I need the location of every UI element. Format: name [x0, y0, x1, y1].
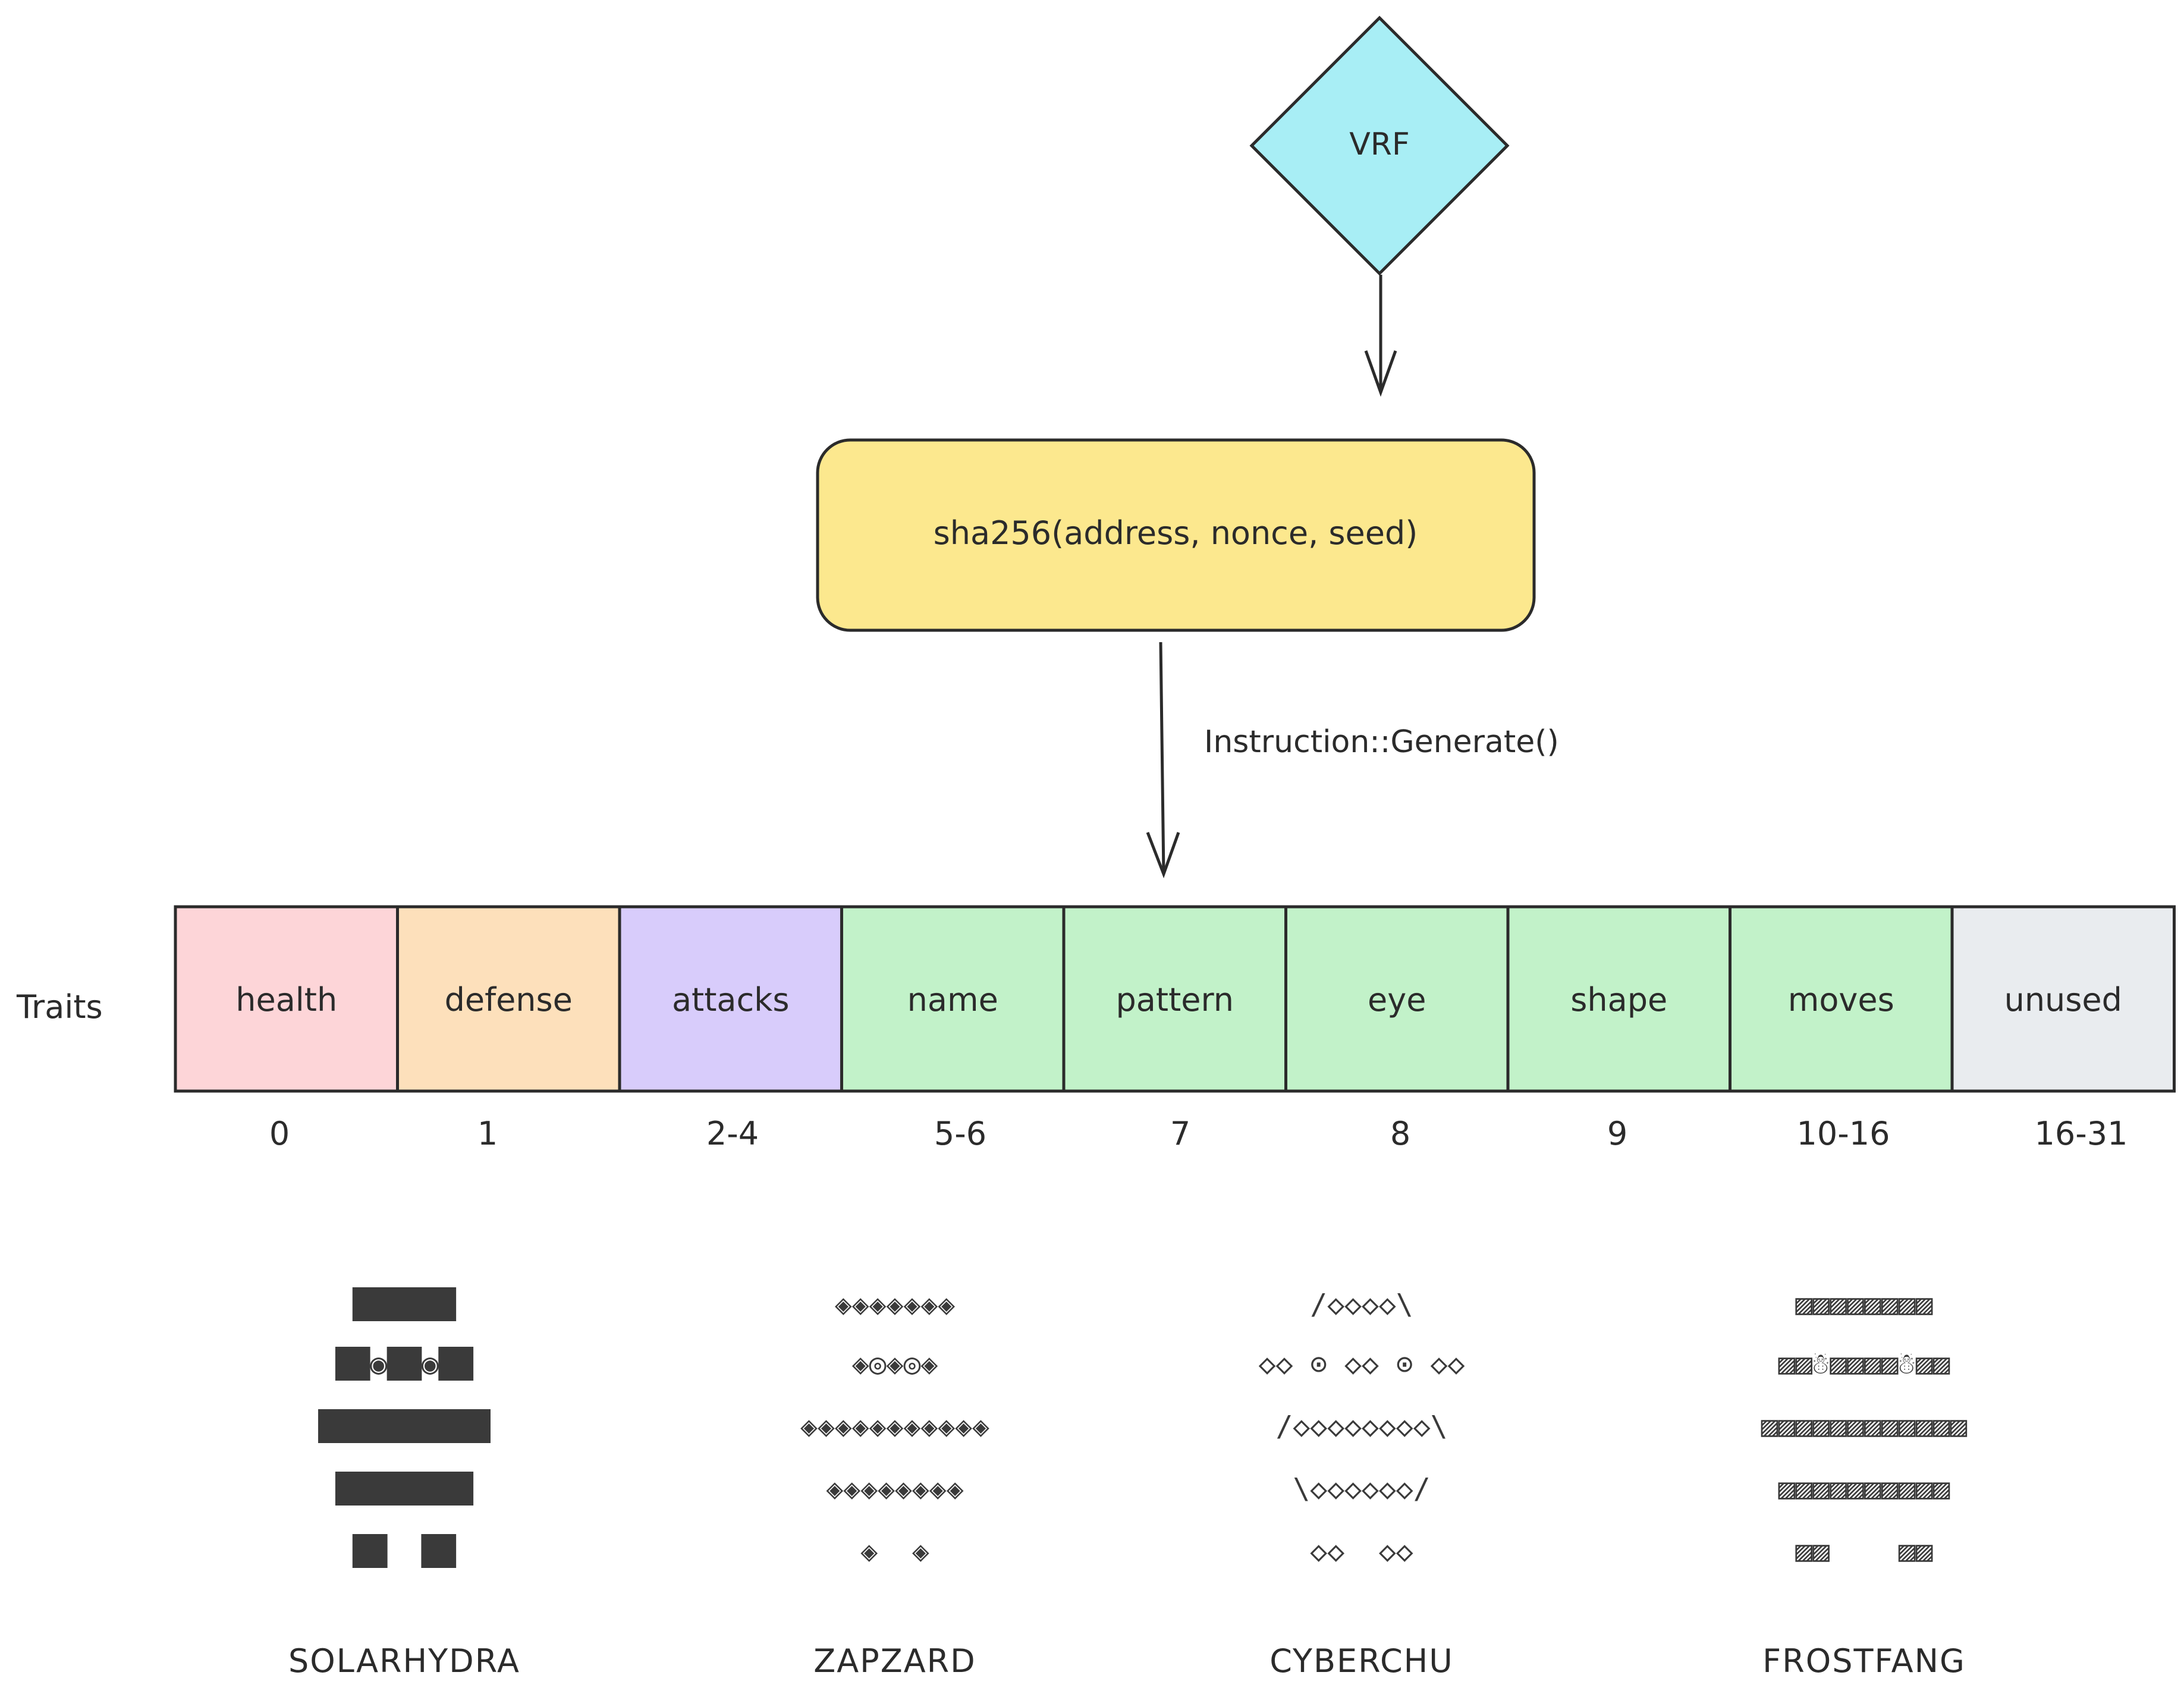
- creature-art-line: ▨▨▨▨▨▨▨▨: [1795, 1288, 1932, 1321]
- arrow-vrf-to-hash: [1364, 275, 1397, 397]
- creature-art-line: ▨▨▨▨▨▨▨▨▨▨: [1778, 1472, 1950, 1506]
- trait-range: 8: [1390, 1115, 1410, 1152]
- trait-box: [1729, 905, 1954, 1093]
- creature-art-line: ██████: [352, 1287, 456, 1321]
- creature-art-line: ██◉██◉██: [335, 1346, 473, 1381]
- trait-range: 7: [1170, 1115, 1190, 1152]
- creature-name: FROSTFANG: [1762, 1642, 1966, 1680]
- vrf-label: VRF: [1349, 127, 1410, 162]
- trait-name: name: [907, 981, 998, 1019]
- creature-frostfang: ▨▨▨▨▨▨▨▨▨▨☃▨▨▨▨☃▨▨▨▨▨▨▨▨▨▨▨▨▨▨▨▨▨▨▨▨▨▨▨▨…: [1761, 1288, 1968, 1680]
- creature-art-line: ◈◈◈◈◈◈◈◈◈◈◈: [800, 1410, 989, 1443]
- arrow-head: [1364, 350, 1397, 397]
- trait-box: [1950, 905, 2176, 1093]
- vrf-node: VRF: [1249, 15, 1510, 276]
- creature-art-line: ◈◈◈◈◈◈◈: [835, 1288, 955, 1321]
- trait-name: shape: [1570, 981, 1667, 1019]
- trait-name: defense: [445, 981, 573, 1019]
- trait-range: 16-31: [2035, 1115, 2128, 1152]
- trait-box: [1062, 905, 1287, 1093]
- trait-name: pattern: [1116, 981, 1234, 1019]
- trait-name: unused: [2004, 981, 2122, 1019]
- creature-name: ZAPZARD: [813, 1642, 976, 1680]
- creature-zapzard: ◈◈◈◈◈◈◈◈◎◈◎◈◈◈◈◈◈◈◈◈◈◈◈◈◈◈◈◈◈◈◈◈ ◈ZAPZAR…: [800, 1288, 989, 1680]
- creature-art-line: ◇◇ ◇◇: [1310, 1535, 1413, 1568]
- creature-name: CYBERCHU: [1269, 1642, 1454, 1680]
- creature-art-line: ██████████: [318, 1409, 491, 1443]
- trait-range: 2-4: [706, 1115, 759, 1152]
- instruction-label: Instruction::Generate(): [1204, 724, 1559, 760]
- arrow-head: [1146, 832, 1180, 879]
- hash-box: [816, 438, 1536, 632]
- creature-art-line: ◈ ◈: [860, 1535, 929, 1568]
- trait-box: [840, 905, 1066, 1093]
- trait-cell-eye: eye 8: [1284, 905, 1510, 1152]
- trait-cell-attacks: attacks 2-4: [618, 905, 843, 1152]
- arrow-hash-to-traits: Instruction::Generate(): [1146, 642, 1559, 879]
- trait-box: [1284, 905, 1510, 1093]
- trait-box: [396, 905, 621, 1093]
- trait-cell-health: health 0: [174, 905, 399, 1152]
- creature-art-line: /◇◇◇◇◇◇◇◇\: [1276, 1410, 1448, 1443]
- creature-art-line: \◇◇◇◇◇◇/: [1293, 1472, 1430, 1506]
- trait-cell-shape: shape 9: [1506, 905, 1732, 1152]
- trait-cell-pattern: pattern 7: [1062, 905, 1287, 1152]
- trait-cell-moves: moves 10-16: [1729, 905, 1954, 1152]
- trait-range: 9: [1607, 1115, 1627, 1152]
- hash-label: sha256(address, nonce, seed): [934, 514, 1418, 552]
- trait-range: 10-16: [1797, 1115, 1890, 1152]
- creature-art-line: ▨▨☃▨▨▨▨☃▨▨: [1778, 1347, 1950, 1381]
- trait-name: moves: [1788, 981, 1894, 1019]
- trait-range: 0: [269, 1115, 290, 1152]
- trait-box: [174, 905, 399, 1093]
- creature-art-line: ▨▨▨▨▨▨▨▨▨▨▨▨: [1761, 1410, 1968, 1443]
- creature-solarhydra: ████████◉██◉██████████████████████ ██SOL…: [288, 1287, 520, 1680]
- creature-art-line: ▨▨ ▨▨: [1795, 1535, 1932, 1568]
- trait-box: [1506, 905, 1732, 1093]
- creature-art-line: ◇◇ ⊙ ◇◇ ⊙ ◇◇: [1259, 1347, 1465, 1381]
- arrow-line: [1159, 642, 1165, 875]
- creature-art-line: /◇◇◇◇\: [1310, 1288, 1413, 1321]
- vrf-diamond: [1249, 15, 1510, 276]
- creature-name: SOLARHYDRA: [288, 1642, 520, 1680]
- trait-name: health: [235, 981, 337, 1019]
- creature-art-line: ██ ██: [352, 1533, 456, 1568]
- hash-node: sha256(address, nonce, seed): [816, 438, 1536, 632]
- creature-art-line: ◈◎◈◎◈: [852, 1347, 938, 1381]
- creature-art-line: ████████: [335, 1471, 473, 1506]
- trait-range: 5-6: [934, 1115, 986, 1152]
- creatures-section: ████████◉██◉██████████████████████ ██SOL…: [288, 1287, 1968, 1680]
- trait-cell-unused: unused 16-31: [1950, 905, 2176, 1152]
- trait-name: attacks: [672, 981, 790, 1019]
- traits-label: Traits: [16, 988, 103, 1026]
- trait-cell-defense: defense 1: [396, 905, 621, 1152]
- trait-cell-name: name 5-6: [840, 905, 1066, 1152]
- trait-range: 1: [477, 1115, 498, 1152]
- trait-box: [618, 905, 843, 1093]
- creature-cyberchu: /◇◇◇◇\ ◇◇ ⊙ ◇◇ ⊙ ◇◇ /◇◇◇◇◇◇◇◇\ \◇◇◇◇◇◇/ ◇◇ ◇…: [1259, 1288, 1465, 1680]
- trait-name: eye: [1368, 981, 1426, 1019]
- creature-art-line: ◈◈◈◈◈◈◈◈: [826, 1472, 963, 1506]
- traits-row: health 0 defense 1 attacks 2-4 name 5-6 pattern 7…: [174, 905, 2176, 1152]
